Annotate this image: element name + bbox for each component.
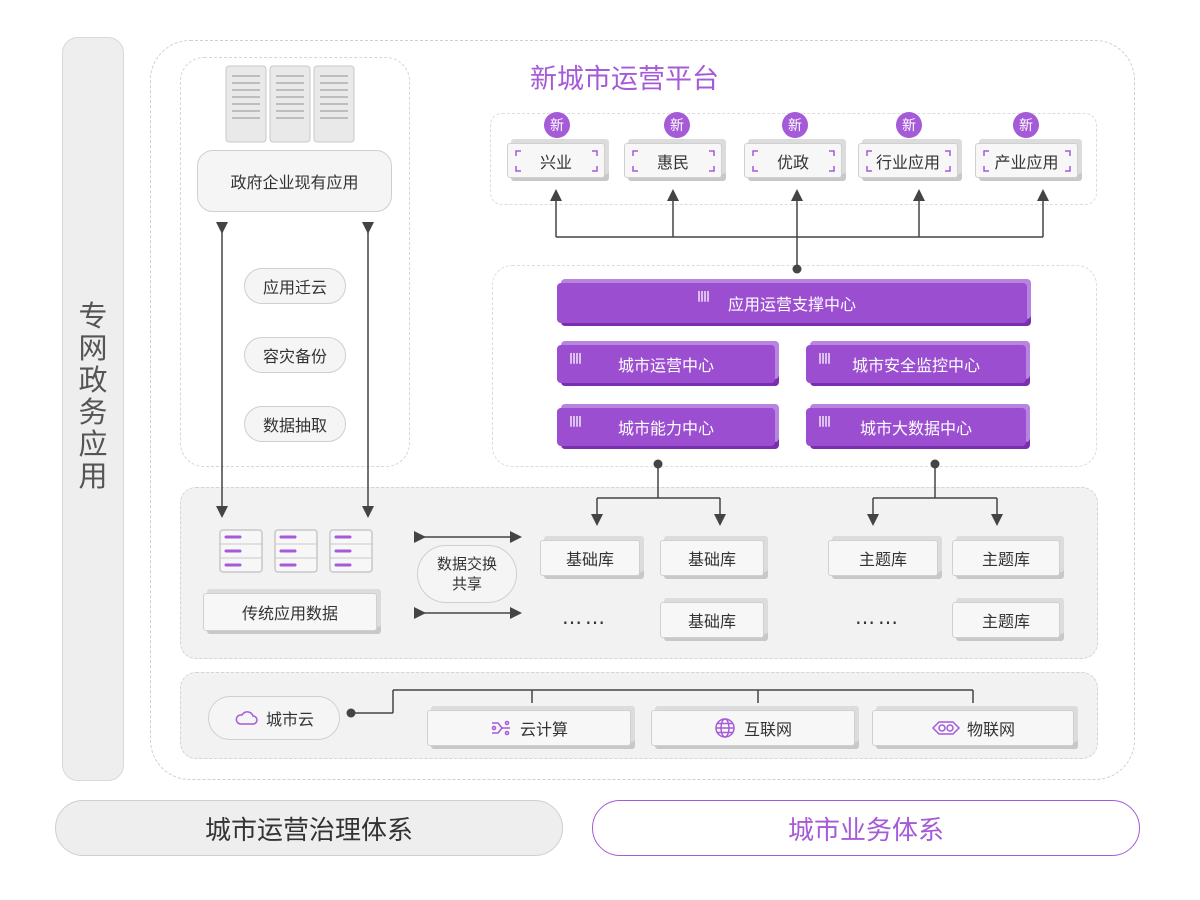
platform-title: 新城市运营平台 — [530, 64, 719, 95]
action-migrate: 应用迁云 — [244, 268, 346, 304]
new-badge: 新 — [1013, 112, 1039, 138]
bars-icon: |||| — [818, 351, 831, 364]
action-extract: 数据抽取 — [244, 406, 346, 442]
app-box-industry: 行业应用 — [858, 143, 958, 178]
cloud-item-label: 云计算 — [519, 720, 568, 739]
side-char: 用 — [78, 459, 108, 493]
side-bar — [62, 37, 124, 781]
legacy-data-label: 传统应用数据 — [241, 604, 338, 623]
cloud-item-label: 互联网 — [743, 720, 792, 739]
base-lib-box: 基础库 — [540, 540, 640, 576]
iot-box: 物联网 — [872, 710, 1074, 746]
city-bigdata-center: |||| 城市大数据中心 — [806, 408, 1026, 446]
app-label: 优政 — [776, 152, 809, 172]
theme-lib-box: 主题库 — [952, 602, 1060, 638]
city-cloud-box: 城市云 — [208, 696, 340, 740]
theme-lib-ellipsis: …… — [855, 605, 901, 629]
city-operation-center: |||| 城市运营中心 — [557, 345, 775, 383]
action-label: 容灾备份 — [262, 347, 327, 366]
theme-lib-box: 主题库 — [952, 540, 1060, 576]
globe-icon — [715, 718, 735, 738]
city-capability-center: |||| 城市能力中心 — [557, 408, 775, 446]
center-label: 应用运营支撑中心 — [727, 295, 856, 314]
side-label: 专 网 政 务 应 用 — [62, 300, 124, 492]
bars-icon: |||| — [569, 351, 582, 364]
governance-text: 城市运营治理体系 — [204, 815, 413, 846]
theme-lib-label: 主题库 — [858, 550, 907, 569]
action-backup: 容灾备份 — [244, 337, 346, 373]
theme-lib-box: 主题库 — [828, 540, 938, 576]
bars-icon: |||| — [569, 414, 582, 427]
center-label: 城市运营中心 — [617, 356, 714, 375]
app-box-chanye: 产业应用 — [975, 143, 1078, 178]
existing-apps-label: 政府企业现有应用 — [230, 173, 359, 192]
base-lib-box: 基础库 — [660, 602, 764, 638]
base-lib-label: 基础库 — [687, 550, 736, 569]
iot-icon — [931, 721, 961, 735]
governance-system-label: 城市运营治理体系 — [55, 800, 563, 856]
data-exchange-box: 数据交换 共享 — [417, 545, 517, 603]
existing-apps-box: 政府企业现有应用 — [197, 150, 392, 212]
base-lib-box: 基础库 — [660, 540, 764, 576]
cloud-computing-box: 云计算 — [427, 710, 631, 746]
theme-lib-label: 主题库 — [981, 612, 1030, 631]
legacy-data-box: 传统应用数据 — [203, 593, 377, 631]
center-label: 城市大数据中心 — [859, 419, 972, 438]
cloud-item-label: 物联网 — [966, 720, 1015, 739]
app-label: 惠民 — [656, 152, 689, 172]
bars-icon: |||| — [818, 414, 831, 427]
new-badge: 新 — [544, 112, 570, 138]
app-ops-support-center: |||| 应用运营支撑中心 — [557, 283, 1027, 323]
business-text: 城市业务体系 — [787, 815, 944, 846]
city-security-center: |||| 城市安全监控中心 — [806, 345, 1026, 383]
app-label: 兴业 — [539, 152, 572, 172]
theme-lib-label: 主题库 — [981, 550, 1030, 569]
action-label: 数据抽取 — [262, 416, 327, 435]
bars-icon: |||| — [697, 289, 710, 302]
business-system-label: 城市业务体系 — [592, 800, 1140, 856]
center-label: 城市安全监控中心 — [851, 356, 980, 375]
side-char: 专 — [78, 299, 108, 333]
center-label: 城市能力中心 — [617, 419, 714, 438]
app-label: 行业应用 — [875, 152, 940, 172]
side-char: 政 — [78, 363, 108, 397]
cloud-computing-icon — [491, 720, 510, 736]
cloud-icon — [235, 711, 258, 725]
data-exchange-label: 数据交换 共享 — [436, 555, 497, 593]
new-badge: 新 — [664, 112, 690, 138]
app-box-huimin: 惠民 — [624, 143, 722, 178]
app-box-youzheng: 优政 — [744, 143, 842, 178]
internet-box: 互联网 — [651, 710, 855, 746]
side-char: 应 — [78, 427, 108, 461]
side-char: 网 — [78, 331, 108, 365]
city-cloud-label: 城市云 — [265, 710, 314, 729]
base-lib-ellipsis: …… — [562, 605, 608, 629]
new-badge: 新 — [896, 112, 922, 138]
base-lib-label: 基础库 — [687, 612, 736, 631]
main-frame — [150, 40, 1135, 780]
base-lib-label: 基础库 — [565, 550, 614, 569]
app-box-xingye: 兴业 — [507, 143, 605, 178]
action-label: 应用迁云 — [262, 278, 327, 297]
side-char: 务 — [78, 395, 108, 429]
app-label: 产业应用 — [994, 152, 1059, 172]
new-badge: 新 — [782, 112, 808, 138]
